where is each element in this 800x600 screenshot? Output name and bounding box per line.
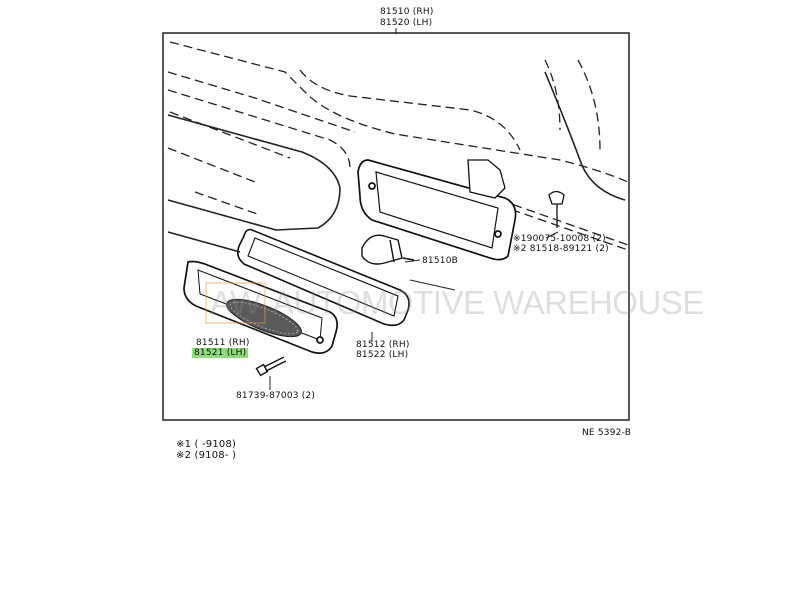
car-body-outline	[167, 41, 629, 251]
clip-label-1: ※190075-10008 (2)	[513, 234, 606, 244]
clip-part	[548, 190, 565, 228]
gasket-label-rh: 81512 (RH)	[356, 340, 410, 350]
clip-label-2: ※2 81518-89121 (2)	[513, 244, 609, 254]
lamp-housing	[357, 159, 517, 261]
reference-code: NE 5392-B	[582, 428, 632, 438]
lens-part	[183, 260, 338, 354]
lens-label-rh: 81511 (RH)	[196, 338, 250, 348]
lens-label-lh-highlighted: 81521 (LH)	[192, 348, 249, 358]
footnote-1: ※1 ( -9108)	[176, 439, 237, 450]
car-body-edges	[167, 71, 626, 253]
screw-label: 81739-87003 (2)	[236, 391, 316, 401]
gasket-label-lh: 81522 (LH)	[356, 350, 409, 360]
screw-part	[255, 356, 287, 377]
footnote-2: ※2 (9108- )	[176, 450, 237, 461]
bulb-part	[361, 234, 415, 265]
bulb-label: 81510B	[422, 256, 459, 266]
title-lh: 81520 (LH)	[380, 18, 433, 28]
gasket-part	[236, 228, 410, 327]
leader-lines	[269, 231, 559, 390]
title-rh: 81510 (RH)	[380, 7, 434, 17]
